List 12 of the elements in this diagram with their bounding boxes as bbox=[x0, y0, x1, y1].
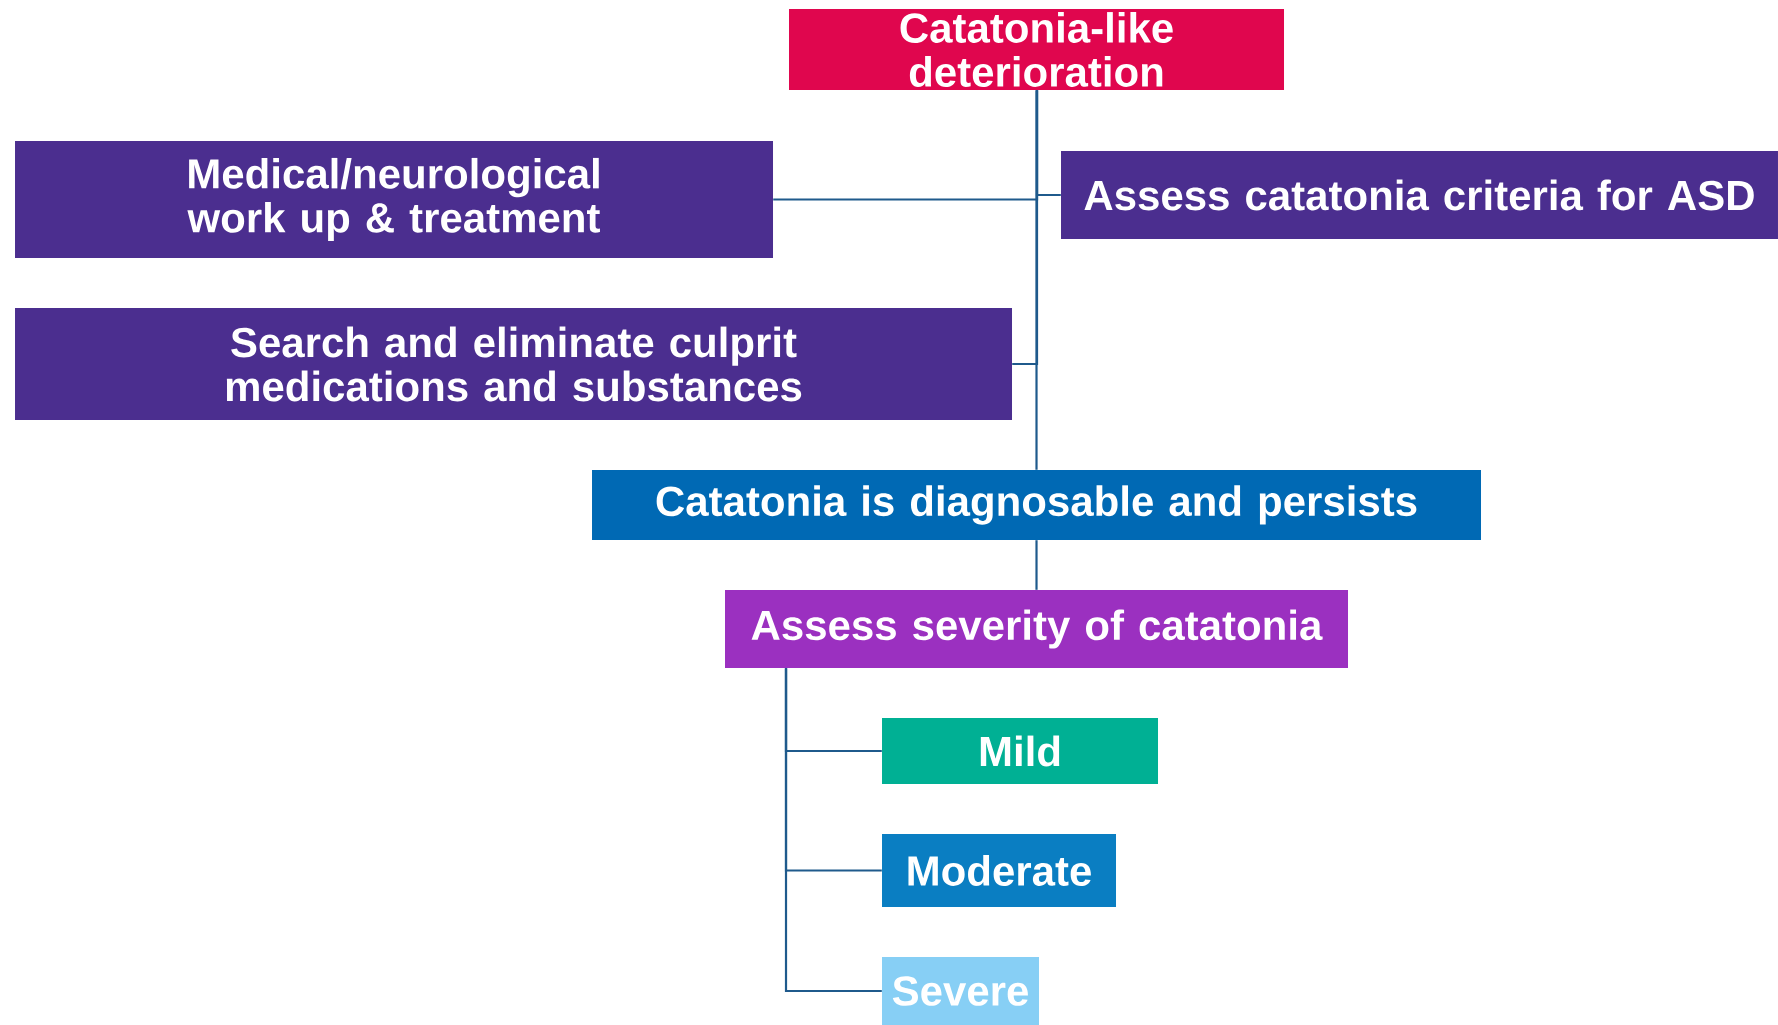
process-box: Catatonia is diagnosable and persists bbox=[592, 470, 1481, 540]
process-box: Mild bbox=[882, 718, 1158, 784]
process-box: Severe bbox=[882, 957, 1039, 1025]
connector-line bbox=[1035, 540, 1038, 590]
connector-line bbox=[1035, 90, 1038, 470]
process-box: Assess severity of catatonia bbox=[725, 590, 1348, 668]
process-box: Assess catatonia criteria for ASD bbox=[1061, 151, 1778, 239]
process-box: Medical/neurological work up & treatment bbox=[15, 141, 773, 258]
process-box: Search and eliminate culprit medications and substances bbox=[15, 308, 1012, 420]
process-box: Catatonia-like deterioration bbox=[789, 9, 1284, 90]
process-box: Moderate bbox=[882, 834, 1116, 907]
connector-line bbox=[784, 668, 882, 993]
